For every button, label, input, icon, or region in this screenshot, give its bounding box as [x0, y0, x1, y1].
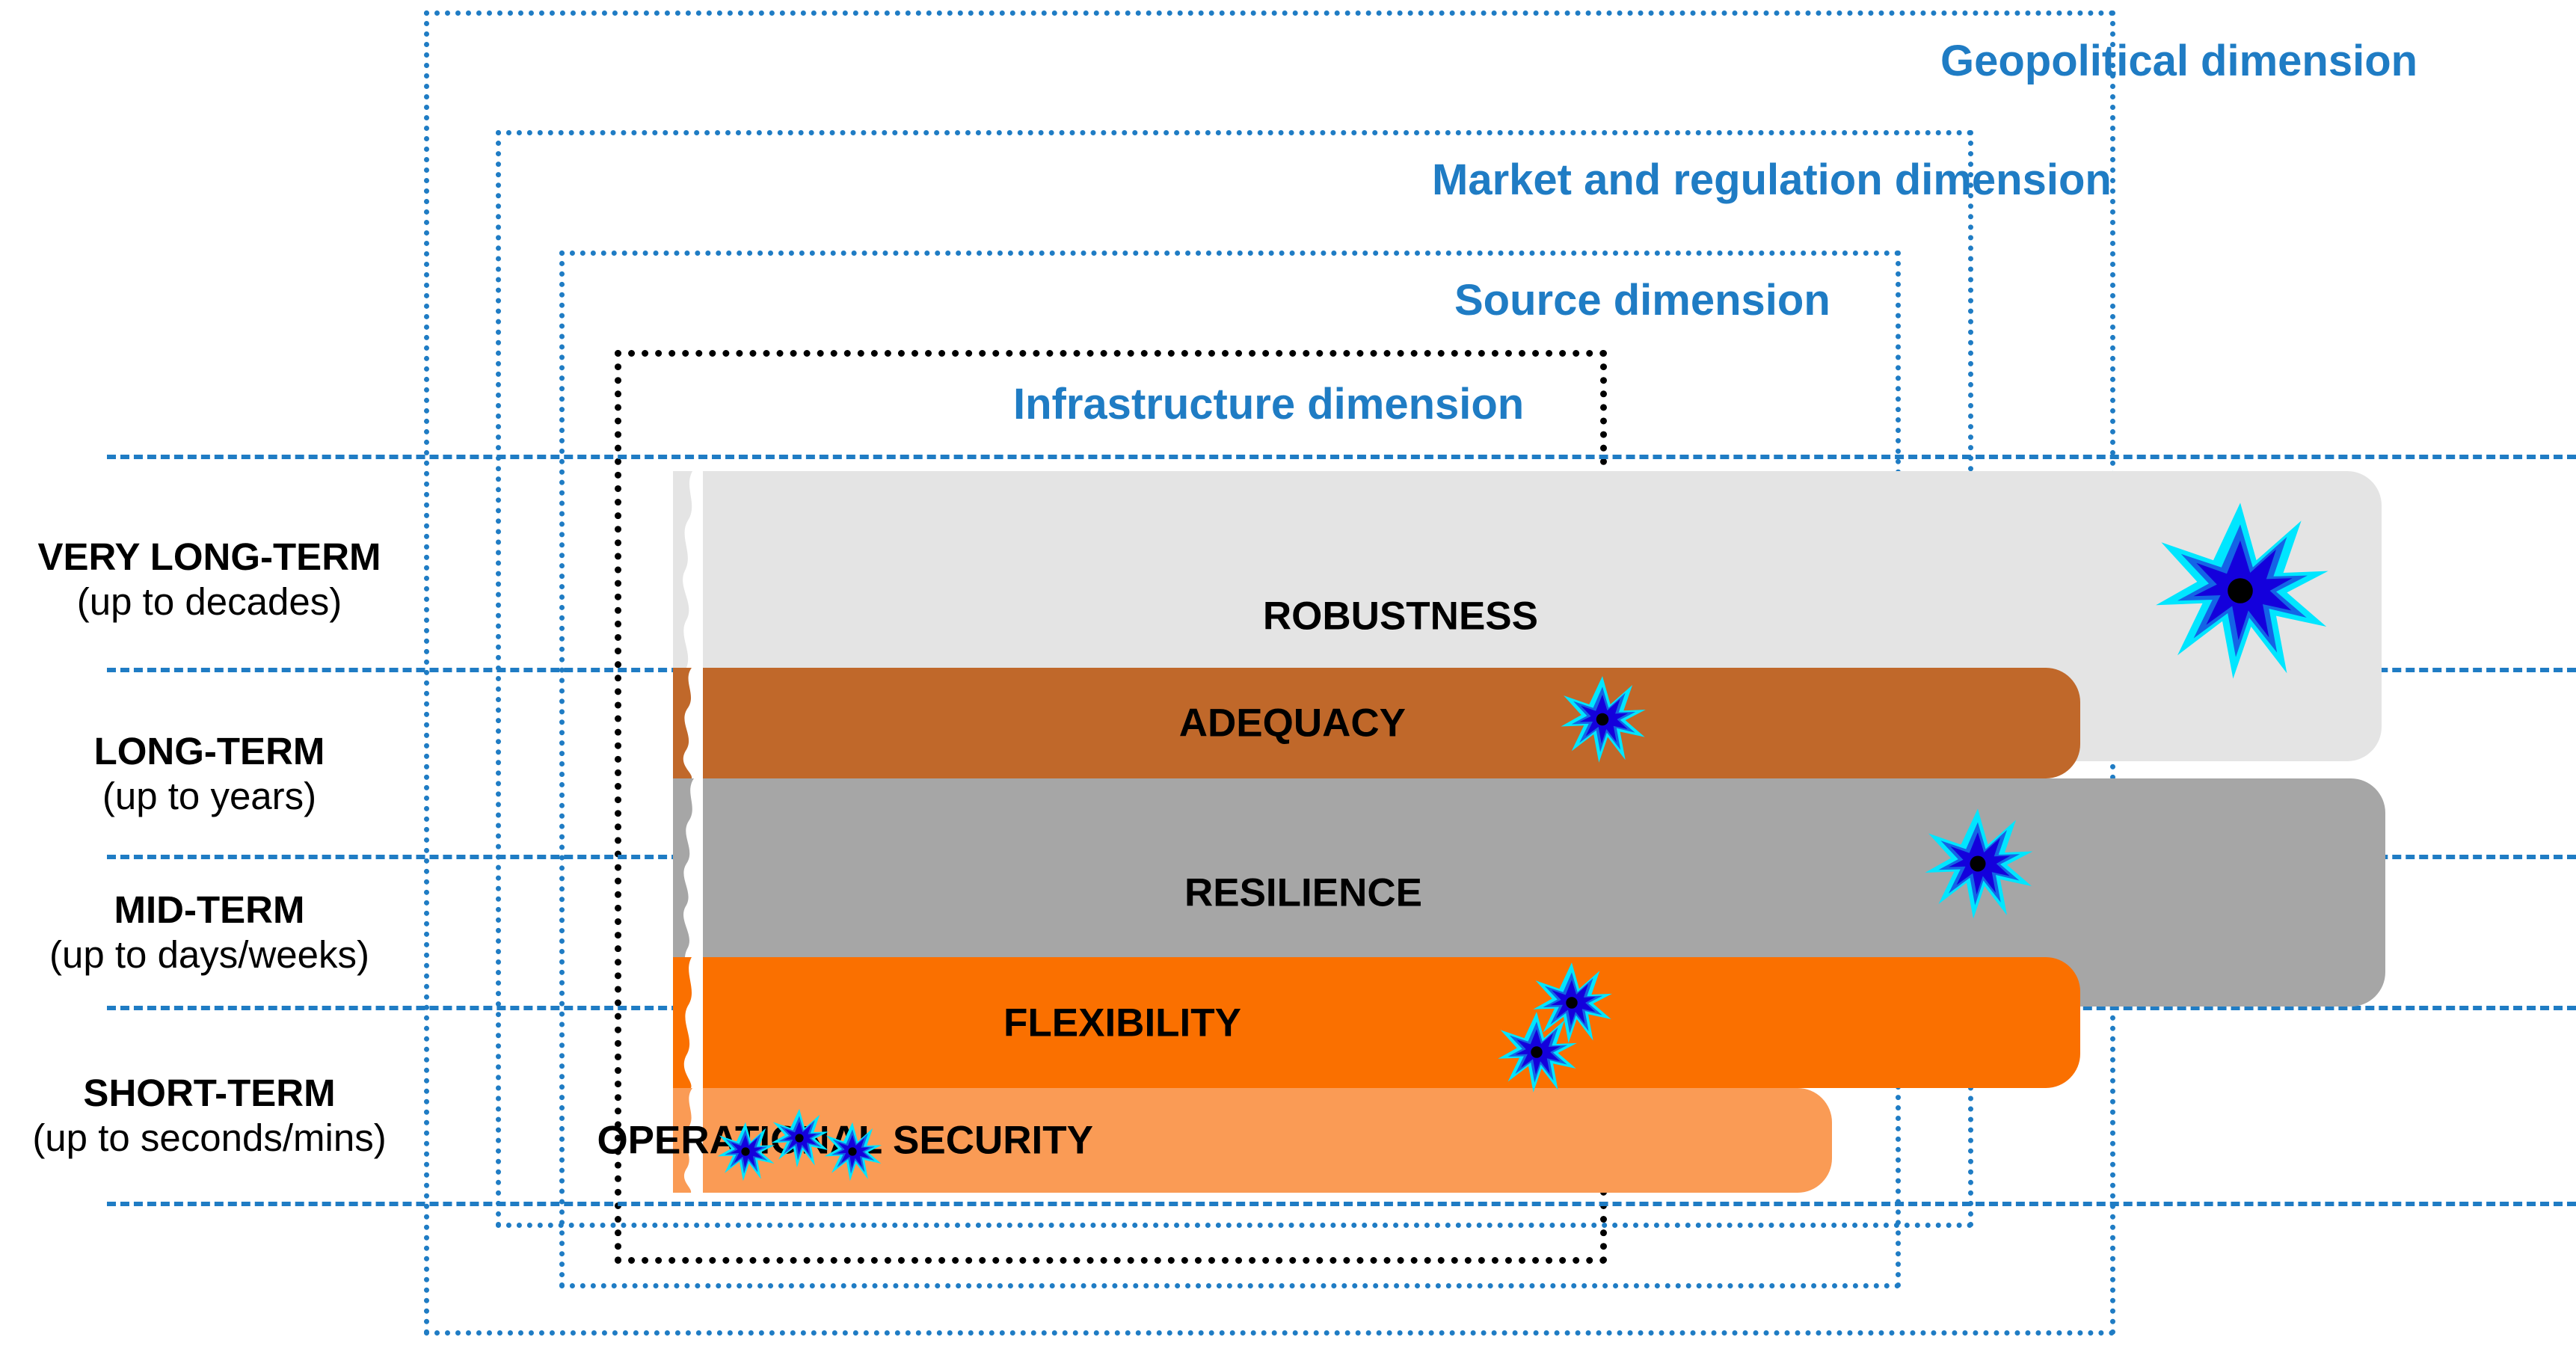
torn-edge-icon	[683, 957, 703, 1088]
bar-label-flexibility: FLEXIBILITY	[1003, 1001, 1241, 1045]
dimension-label-geopolitical: Geopolitical dimension	[1940, 37, 2418, 85]
star-marker-operational-security-3[interactable]	[823, 1122, 882, 1181]
star-marker-flexibility-2[interactable]	[1496, 1011, 1578, 1093]
timeframe-main: SHORT-TERM	[83, 1072, 336, 1114]
dimension-label-market: Market and regulation dimension	[1432, 156, 2112, 204]
torn-edge-icon	[683, 1088, 703, 1193]
torn-edge-icon	[683, 778, 703, 1007]
timeframe-label-mid-term: MID-TERM (up to days/weeks)	[0, 888, 419, 977]
timeframe-label-very-long-term: VERY LONG-TERM (up to decades)	[0, 535, 419, 624]
timeframe-main: VERY LONG-TERM	[37, 535, 381, 578]
star-marker-operational-security-1[interactable]	[716, 1122, 775, 1181]
bar-label-resilience: RESILIENCE	[1184, 870, 1422, 915]
timeframe-separator-top	[107, 455, 2576, 459]
bar-operational-security[interactable]: OPERATIONAL SECURITY	[597, 1088, 1832, 1193]
timeframe-sub: (up to seconds/mins)	[32, 1116, 387, 1160]
star-marker-operational-security-2[interactable]	[769, 1108, 829, 1168]
timeframe-main: MID-TERM	[114, 888, 305, 931]
bar-label-adequacy: ADEQUACY	[1178, 701, 1406, 746]
timeframe-separator-bottom	[107, 1202, 2576, 1206]
timeframe-sub: (up to years)	[102, 775, 317, 818]
bar-label-robustness: ROBUSTNESS	[1262, 594, 1538, 639]
bar-adequacy[interactable]: ADEQUACY	[673, 668, 2080, 778]
timeframe-sub: (up to days/weeks)	[49, 933, 370, 977]
star-marker-robustness[interactable]	[2151, 501, 2330, 680]
dimension-label-source: Source dimension	[1454, 276, 1830, 325]
dimension-label-infrastructure: Infrastructure dimension	[1013, 380, 1525, 428]
bar-flexibility[interactable]: FLEXIBILITY	[673, 957, 2080, 1088]
star-marker-resilience[interactable]	[1922, 808, 2034, 920]
star-marker-adequacy[interactable]	[1558, 675, 1647, 763]
torn-edge-icon	[683, 668, 703, 778]
timeframe-label-short-term: SHORT-TERM (up to seconds/mins)	[0, 1071, 419, 1161]
bar-robustness[interactable]: ROBUSTNESS	[673, 471, 2382, 761]
timeframe-main: LONG-TERM	[93, 730, 325, 772]
timeframe-label-long-term: LONG-TERM (up to years)	[0, 729, 419, 819]
timeframe-sub: (up to decades)	[76, 580, 342, 624]
